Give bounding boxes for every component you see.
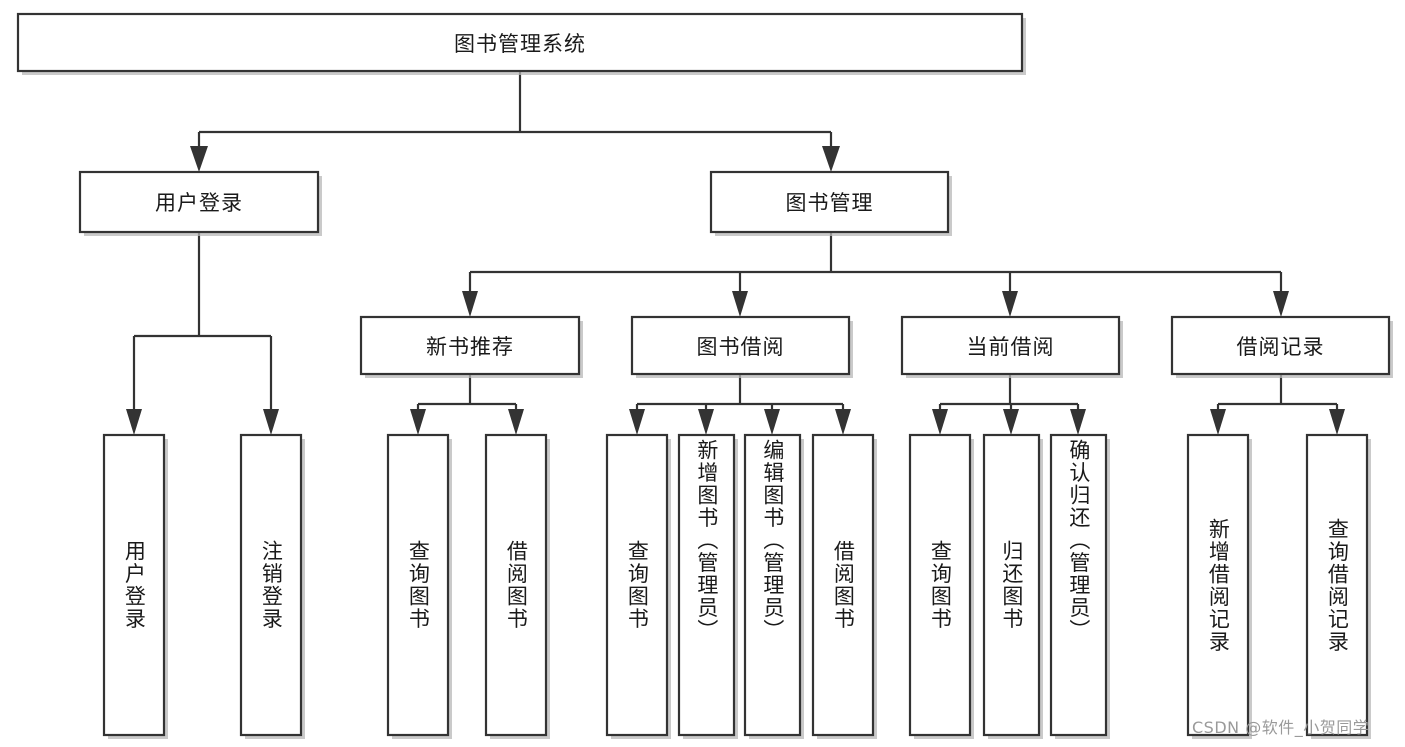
- node-leaf-query-book-borrow[interactable]: [605, 433, 669, 737]
- node-user-login[interactable]: [78, 170, 320, 234]
- arrow-to-leaf-return-book: [1003, 409, 1019, 435]
- node-root[interactable]: [16, 12, 1024, 73]
- node-book-borrow[interactable]: [630, 315, 851, 376]
- arrow-to-user-login: [190, 146, 208, 172]
- arrow-to-leaf-borrow-book: [835, 409, 851, 435]
- node-leaf-query-borrow-record[interactable]: [1305, 433, 1369, 737]
- node-current-borrow[interactable]: [900, 315, 1121, 376]
- arrow-to-leaf-edit-book-admin: [764, 409, 780, 435]
- node-leaf-add-borrow-record[interactable]: [1186, 433, 1250, 737]
- node-borrow-record[interactable]: [1170, 315, 1391, 376]
- node-leaf-user-login[interactable]: [102, 433, 166, 737]
- arrow-to-new-book-recommend: [462, 291, 478, 317]
- csdn-watermark: CSDN @软件_小贺同学: [1192, 718, 1370, 737]
- arrow-to-book-manage: [822, 146, 840, 172]
- arrow-to-leaf-query-book-current: [932, 409, 948, 435]
- arrow-to-book-borrow: [732, 291, 748, 317]
- node-leaf-confirm-return-admin[interactable]: [1049, 433, 1108, 737]
- node-leaf-add-book-admin[interactable]: [677, 433, 736, 737]
- arrow-to-leaf-logout-login: [263, 409, 279, 435]
- node-leaf-query-book-current[interactable]: [908, 433, 972, 737]
- arrow-to-leaf-query-borrow-record: [1329, 409, 1345, 435]
- arrow-to-leaf-add-book-admin: [698, 409, 714, 435]
- node-leaf-edit-book-admin[interactable]: [743, 433, 802, 737]
- nodes-layer: [16, 12, 1393, 739]
- arrow-to-borrow-record: [1273, 291, 1289, 317]
- node-new-book-recommend[interactable]: [359, 315, 581, 376]
- arrow-to-leaf-borrow-book-recommend: [508, 409, 524, 435]
- arrow-to-leaf-user-login: [126, 409, 142, 435]
- arrow-to-leaf-query-book-recommend: [410, 409, 426, 435]
- node-leaf-query-book-recommend[interactable]: [386, 433, 450, 737]
- node-book-manage[interactable]: [709, 170, 950, 234]
- arrow-to-leaf-query-book-borrow: [629, 409, 645, 435]
- node-leaf-borrow-book-recommend[interactable]: [484, 433, 548, 737]
- node-leaf-logout-login[interactable]: [239, 433, 303, 737]
- arrow-to-leaf-confirm-return-admin: [1070, 409, 1086, 435]
- arrow-to-current-borrow: [1002, 291, 1018, 317]
- node-leaf-return-book[interactable]: [982, 433, 1041, 737]
- node-leaf-borrow-book[interactable]: [811, 433, 875, 737]
- edges-layer: [126, 71, 1345, 435]
- arrow-to-leaf-add-borrow-record: [1210, 409, 1226, 435]
